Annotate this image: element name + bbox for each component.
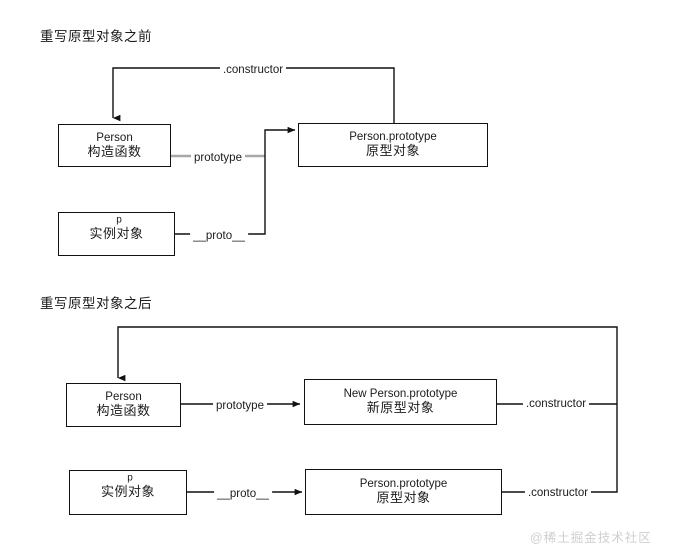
- node-before-person-label-cn: 构造函数: [87, 143, 142, 159]
- node-before-person-prototype-label-cn: 原型对象: [365, 143, 420, 159]
- edge-label-after-constructor-top: .constructor: [522, 398, 590, 410]
- edge-before-constructor: [112, 67, 395, 123]
- node-before-instance-tag: p: [116, 214, 122, 226]
- watermark: @稀土掘金技术社区: [530, 531, 652, 545]
- node-after-old-prototype-label-en: Person.prototype: [359, 478, 448, 491]
- node-before-instance-label-cn: 实例对象: [89, 225, 144, 241]
- node-after-person-label-en: Person: [105, 391, 142, 404]
- node-after-instance[interactable]: 实例对象: [69, 470, 187, 515]
- node-after-new-prototype-label-cn: 新原型对象: [366, 400, 435, 416]
- node-after-person-label-cn: 构造函数: [96, 403, 151, 419]
- node-after-new-prototype-label-en: New Person.prototype: [343, 388, 458, 401]
- edge-after-constructor-bottom: [502, 404, 618, 493]
- edge-after-constructor-top: [117, 326, 618, 404]
- node-after-old-prototype-label-cn: 原型对象: [376, 490, 431, 506]
- node-after-new-prototype[interactable]: New Person.prototype 新原型对象: [304, 379, 497, 425]
- node-after-instance-tag: p: [127, 472, 133, 484]
- edge-label-after-constructor-bottom: .constructor: [524, 487, 592, 499]
- section-title-after: 重写原型对象之后: [40, 296, 152, 311]
- edge-before-proto: [175, 126, 296, 235]
- edge-label-after-prototype: prototype: [213, 400, 267, 412]
- node-before-person-prototype-label-en: Person.prototype: [349, 131, 437, 144]
- node-before-person-prototype[interactable]: Person.prototype 原型对象: [298, 123, 488, 167]
- section-title-before: 重写原型对象之前: [40, 29, 152, 44]
- edge-label-before-prototype: prototype: [191, 152, 245, 164]
- node-after-instance-label-cn: 实例对象: [100, 484, 155, 500]
- node-before-instance[interactable]: 实例对象: [58, 212, 175, 256]
- node-after-old-prototype[interactable]: Person.prototype 原型对象: [305, 469, 502, 515]
- edge-label-before-proto: __proto__: [190, 230, 248, 242]
- edge-label-before-constructor: .constructor: [219, 64, 287, 76]
- node-before-person-label-en: Person: [96, 131, 133, 144]
- node-after-person[interactable]: Person 构造函数: [66, 383, 181, 427]
- edge-label-after-proto: __proto__: [214, 488, 272, 500]
- node-before-person[interactable]: Person 构造函数: [58, 124, 171, 167]
